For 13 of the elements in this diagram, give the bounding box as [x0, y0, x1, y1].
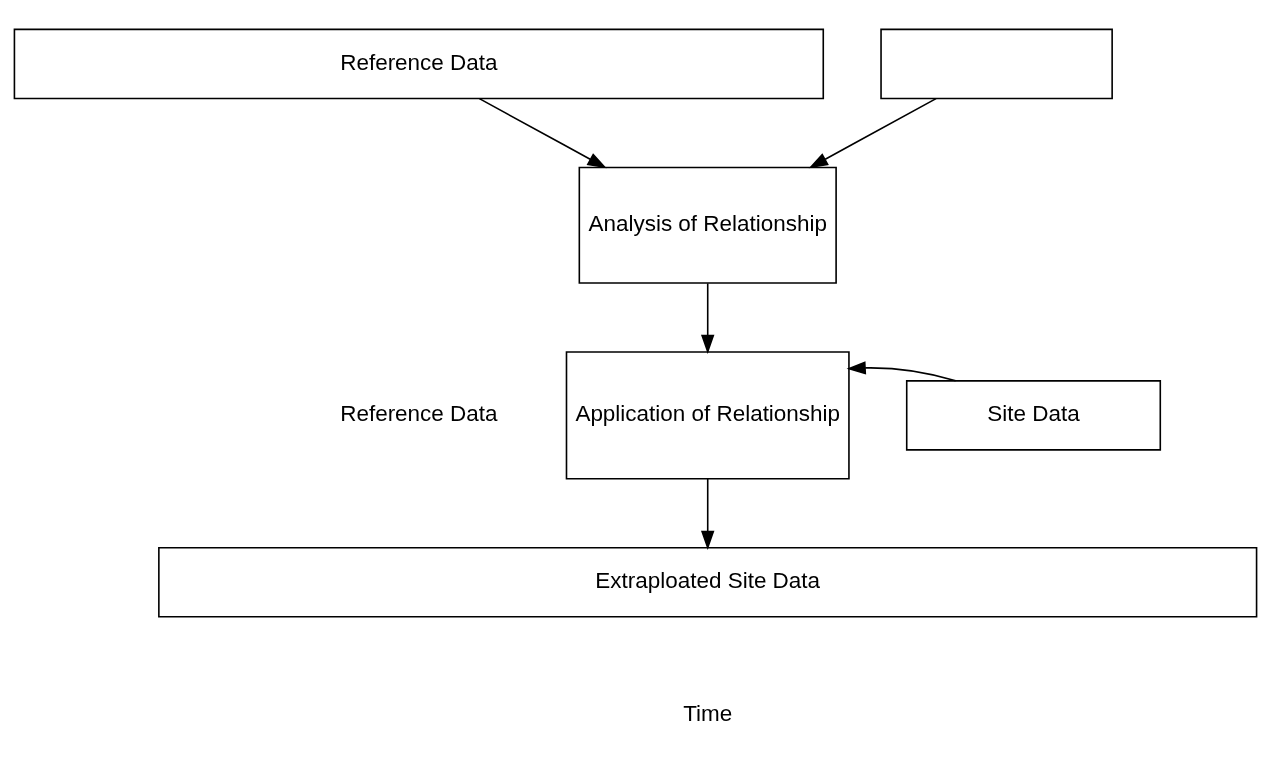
arrow — [846, 361, 957, 382]
arrow — [478, 97, 607, 169]
node-box: Reference Data — [13, 28, 825, 100]
node-box — [880, 28, 1113, 100]
arrow — [700, 282, 715, 354]
node-box: Site Data — [905, 380, 1162, 451]
node-box: Analysis of Relationship — [578, 166, 837, 284]
node-box: Extraploated Site Data — [158, 547, 1258, 618]
node-box: Application of Relationship — [565, 351, 850, 480]
arrow — [700, 478, 715, 551]
label: Reference Data — [340, 401, 498, 427]
label: Time — [683, 700, 733, 726]
arrow — [808, 97, 937, 169]
